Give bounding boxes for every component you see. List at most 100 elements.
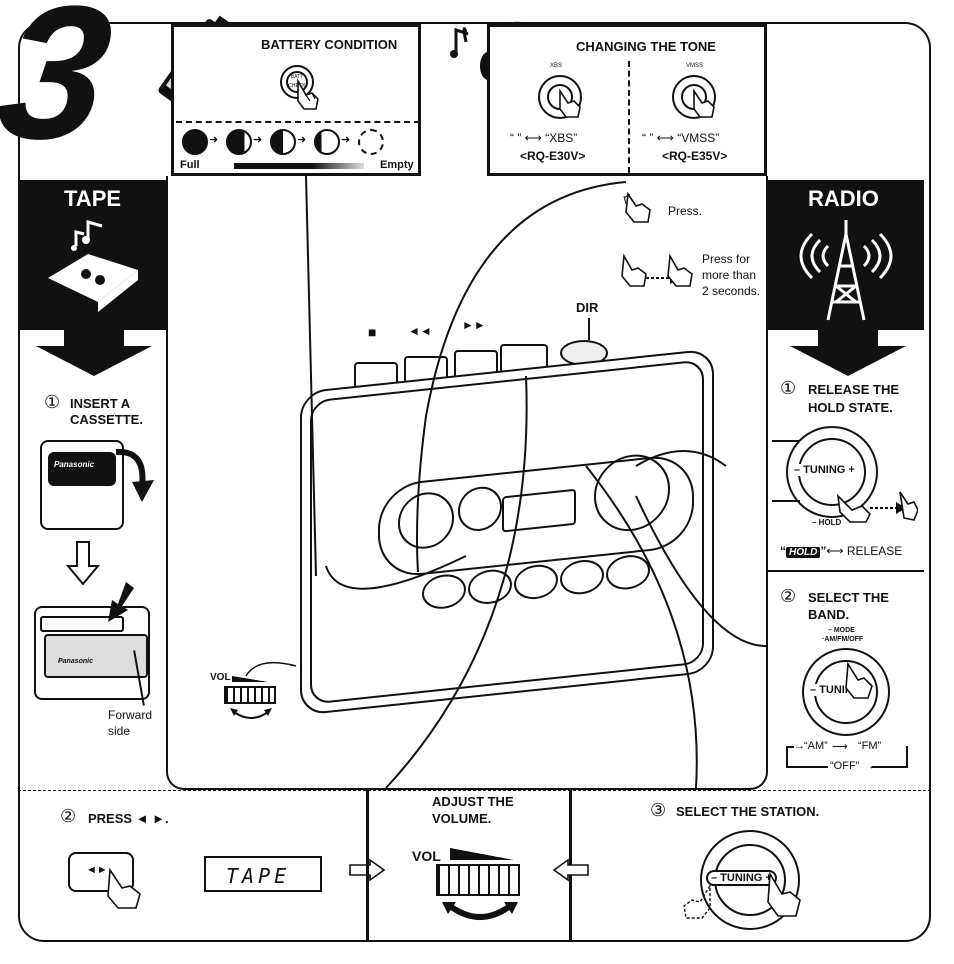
play-button-large[interactable]: ◄► — [68, 852, 134, 892]
play-finger-icon — [107, 867, 141, 909]
press-finger-icon — [623, 192, 651, 223]
tape-step2-number: ② — [60, 806, 77, 826]
level-icon-empty — [358, 129, 384, 155]
station-dial[interactable]: – TUNING + — [700, 830, 800, 930]
volume-rotate-icon — [442, 902, 518, 920]
volume-title-line1: ADJUST THE — [432, 794, 514, 809]
mode-label-line1: – MODE — [828, 627, 855, 634]
cassette-player-closed: Panasonic — [40, 440, 124, 530]
player-vol-wedge — [232, 676, 268, 682]
curved-arrow-icon — [115, 448, 154, 502]
battery-condition-title: BATTERY CONDITION — [261, 37, 398, 52]
band-am: “AM” — [804, 740, 828, 752]
radio-arrow-icon — [790, 330, 906, 376]
radio-step1-number: ① — [780, 378, 797, 398]
band-cycle: → “AM” ⟶ “FM” “OFF” ← — [786, 740, 910, 774]
radio-title: RADIO — [808, 186, 879, 211]
hold-release-row: “HOLD”⟷ RELEASE — [780, 544, 903, 558]
tone-divider — [628, 61, 630, 173]
mode-label-line2: ·AM/FM/OFF — [822, 636, 864, 643]
tape-arrow-icon — [36, 330, 152, 376]
player-vol-wheel[interactable] — [224, 686, 276, 704]
radio-step3-text: SELECT THE STATION. — [676, 804, 820, 819]
forward-side-line2: side — [108, 724, 131, 738]
radio-step2-line2: BAND. — [808, 607, 850, 622]
volume-title-line2: VOLUME. — [432, 811, 492, 826]
brand-label-open: Panasonic — [58, 658, 94, 665]
level-icon-4 — [314, 129, 340, 155]
tape-step1-number: ① — [44, 392, 61, 412]
rewind-symbol: ◄◄ — [408, 324, 432, 338]
changing-tone-box: CHANGING THE TONE XBS VMSS “ ” ⟷ “XBS” “… — [487, 24, 767, 176]
xbs-model: <RQ-E30V> — [520, 149, 586, 163]
pressing-finger-icon — [297, 77, 319, 110]
radio-step1-line1: RELEASE THE — [808, 382, 900, 397]
level-icon-2 — [226, 129, 252, 155]
forward-side-line1: Forward — [108, 708, 153, 722]
press-hold-icon — [621, 253, 693, 287]
hold-label: – HOLD — [812, 518, 842, 527]
volume-wedge — [450, 848, 514, 860]
hold-dial[interactable]: – TUNING + — [786, 426, 878, 518]
insert-arrow-icon — [108, 582, 134, 622]
station-finger-left-icon — [683, 884, 711, 919]
press-hold-line1: Press for — [702, 252, 751, 266]
xbs-label-small: XBS — [550, 63, 563, 69]
dir-label: DIR — [576, 300, 599, 315]
xbs-text: “ ” ⟷ “XBS” — [510, 131, 578, 145]
central-illustration-frame — [166, 176, 768, 790]
volume-vol-label: VOL — [412, 848, 441, 864]
radio-step-divider — [768, 570, 924, 572]
guide-lines — [245, 176, 767, 789]
level-icon-full — [182, 129, 208, 155]
stop-symbol: ■ — [368, 324, 377, 340]
battery-divider — [176, 121, 420, 123]
tape-display: TAPE — [204, 856, 322, 892]
tuning-label: – TUNING + — [794, 464, 855, 476]
player-vol-rotate-icon — [230, 708, 272, 719]
page-frame — [18, 22, 931, 942]
empty-label: Empty — [380, 159, 414, 171]
full-label: Full — [180, 159, 200, 171]
radio-step3-number: ③ — [650, 800, 667, 820]
band-off: “OFF” — [830, 760, 860, 772]
tape-step2-text: PRESS ◄ ►. — [88, 811, 169, 826]
radio-step1-line2: HOLD STATE. — [808, 400, 893, 415]
tape-step1-line2: CASSETTE. — [70, 412, 143, 427]
vol-arrow-right-icon — [552, 858, 589, 882]
cassette-player-open: Panasonic — [34, 606, 150, 700]
band-fm: “FM” — [858, 740, 882, 752]
mode-dial[interactable]: – TUNIN — [802, 648, 890, 736]
vmss-label-small: VMSS — [686, 63, 704, 69]
hold-slide-finger-icon — [836, 491, 918, 523]
batt-check-button[interactable]: BATT CHECK — [280, 65, 314, 99]
vmss-model: <RQ-E35V> — [662, 149, 728, 163]
press-text: Press. — [668, 204, 703, 218]
release-text: ⟷ RELEASE — [826, 544, 903, 558]
bottom-divider — [18, 790, 931, 791]
battery-level-bar — [234, 163, 364, 169]
tape-title: TAPE — [64, 186, 122, 211]
station-finger-right-icon — [767, 872, 801, 917]
radio-header: RADIO — [768, 180, 924, 330]
player-vol-label: VOL — [210, 672, 231, 683]
volume-wheel[interactable] — [436, 864, 520, 896]
press-hold-line2: more than — [702, 268, 757, 282]
battery-condition-box: BATTERY CONDITION BATT CHECK ➜ ➜ ➜ ➜ Ful… — [171, 24, 421, 176]
mode-finger-icon — [845, 661, 873, 699]
changing-tone-title: CHANGING THE TONE — [576, 39, 716, 54]
battery-level-row: ➜ ➜ ➜ ➜ — [182, 129, 418, 159]
tape-step1-line1: INSERT A — [70, 396, 131, 411]
ff-symbol: ►► — [462, 318, 486, 332]
tape-deck-icon — [48, 220, 138, 312]
press-hold-line3: 2 seconds. — [702, 284, 761, 298]
down-arrow-icon — [66, 541, 100, 586]
radio-step2-number: ② — [780, 586, 797, 606]
batt-check-label: BATT CHECK — [286, 71, 308, 93]
tape-header: TAPE — [18, 180, 166, 330]
vmss-text: “ ” ⟷ “VMSS” — [642, 131, 720, 145]
radio-tower-icon — [799, 220, 893, 321]
vmss-finger-icon — [693, 88, 715, 118]
xbs-finger-icon — [559, 88, 581, 118]
hold-badge: HOLD — [786, 547, 821, 558]
